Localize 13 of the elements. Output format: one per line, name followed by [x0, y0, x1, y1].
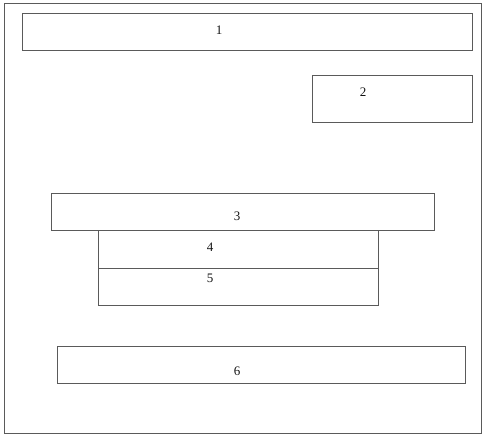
box-number: 5 [206, 271, 214, 285]
outer-frame [4, 3, 482, 434]
numbered-box [98, 230, 379, 269]
box-number: 3 [234, 209, 240, 223]
box-number: 1 [216, 23, 222, 37]
numbered-box [312, 75, 473, 123]
box-number: 6 [234, 364, 240, 378]
box-number: 4 [206, 240, 214, 254]
numbered-box [51, 193, 435, 231]
numbered-box [98, 268, 379, 306]
numbered-box [22, 13, 473, 51]
box-number: 2 [360, 85, 366, 99]
numbered-box [57, 346, 466, 384]
